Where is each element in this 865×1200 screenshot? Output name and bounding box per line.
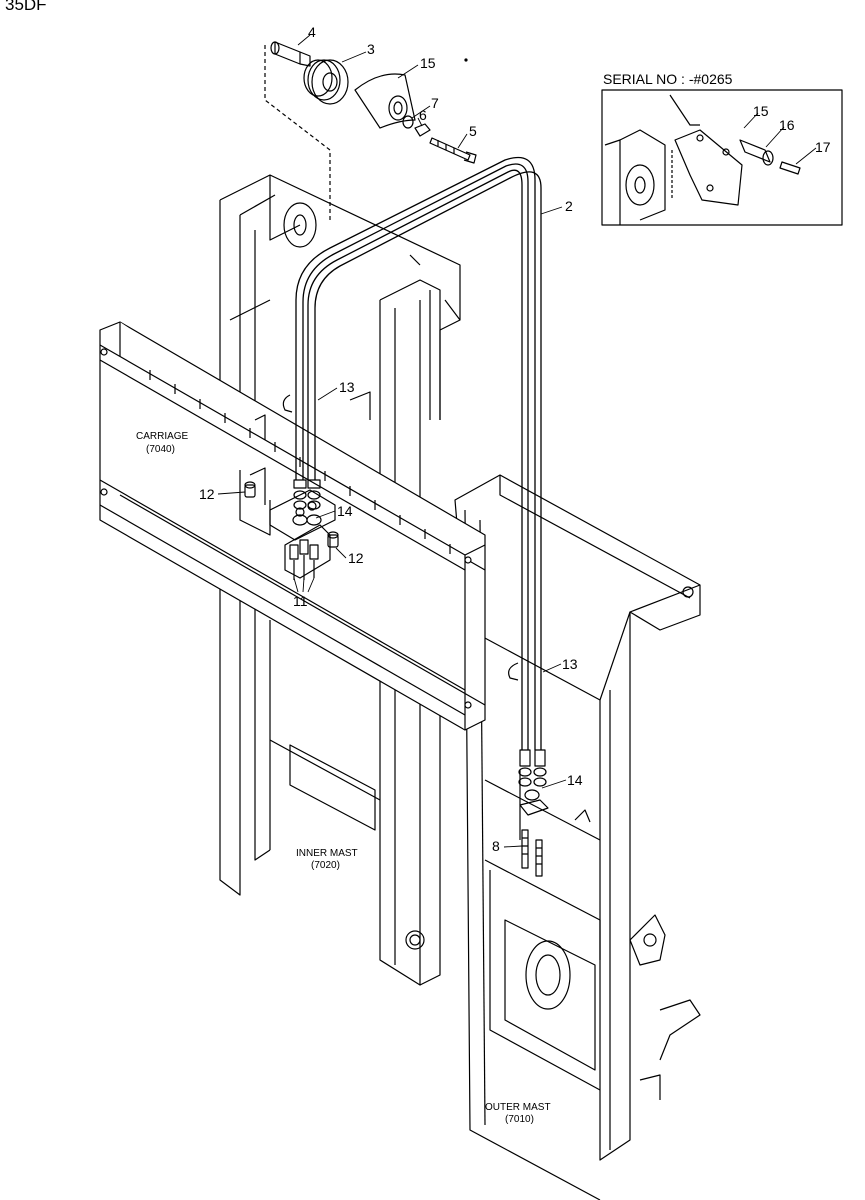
callout-5: 5 [469,123,477,139]
model-label: 35DF [5,0,47,14]
callout-leaders [217,34,817,848]
plug-12 [244,481,339,548]
callout-4: 4 [308,24,316,40]
callout-6: 6 [419,107,427,123]
callout-13-upper: 13 [339,379,355,395]
callout-8: 8 [492,838,500,854]
hose-fittings-lower [518,749,549,816]
callout-14-lower: 14 [567,772,583,788]
callout-14-upper: 14 [337,503,353,519]
hose-fittings-upper [292,479,322,526]
callout-17: 17 [815,139,831,155]
bolts-8 [521,829,543,877]
clip-13 [282,394,519,681]
inner-mast-code: (7020) [311,860,340,871]
callout-12-right: 12 [348,550,364,566]
callout-7: 7 [431,95,439,111]
callout-2: 2 [565,198,573,214]
hose-assembly [295,156,542,750]
callout-11: 11 [293,593,308,609]
callout-16: 16 [779,117,795,133]
outer-mast-code: (7010) [505,1114,534,1125]
inset-title: SERIAL NO : -#0265 [603,71,733,87]
callout-3: 3 [367,41,375,57]
callout-15-main: 15 [420,55,436,71]
carriage-code: (7040) [146,444,175,455]
serial-inset [601,89,843,226]
inner-mast-label: INNER MAST [296,848,358,859]
carriage-label: CARRIAGE [136,431,189,442]
outer-mast-label: OUTER MAST [485,1102,551,1113]
pulley-assembly [264,41,477,220]
callout-15-inset: 15 [753,103,769,119]
callout-13-lower: 13 [562,656,578,672]
hose-block [239,414,336,579]
carriage [99,321,486,731]
elbow-fittings [289,539,319,580]
callout-12-left: 12 [199,486,215,502]
